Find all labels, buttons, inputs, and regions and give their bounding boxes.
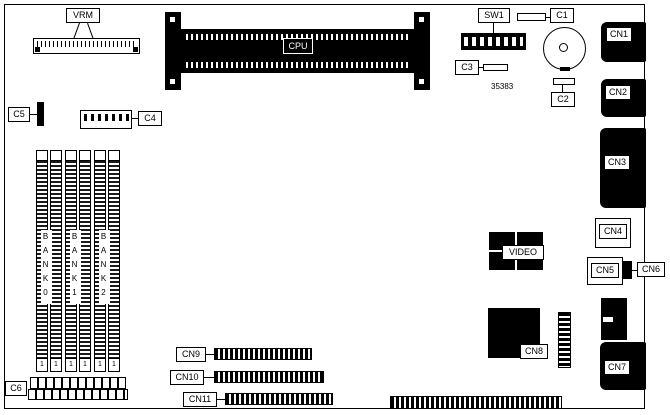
cn8-label: CN8 <box>520 344 548 359</box>
vrm-label: VRM <box>66 8 100 23</box>
cpu-slot-end-left <box>165 12 181 90</box>
c4-leader-line <box>132 118 138 119</box>
cn1-label: CN1 <box>606 27 632 42</box>
pin1-marker: 1 <box>51 358 61 371</box>
battery-center <box>559 43 568 52</box>
c2-label: C2 <box>551 92 575 107</box>
part-number: 35383 <box>491 82 514 91</box>
cn9-label: CN9 <box>176 347 206 362</box>
component-c5 <box>37 102 44 126</box>
cn10-label: CN10 <box>170 370 204 385</box>
component-c6-base <box>28 389 128 400</box>
slot-end <box>51 151 61 161</box>
cn10-leader-line <box>204 377 214 378</box>
mounting-hole <box>170 79 175 84</box>
c3-label: C3 <box>455 60 479 75</box>
pin1-marker: 1 <box>66 358 76 371</box>
bottom-edge-connector <box>390 396 562 409</box>
edge-connector-small <box>601 298 627 340</box>
slot-end <box>80 151 90 161</box>
cpu-pin-row <box>186 62 409 68</box>
bank2-label: BANK2 <box>99 230 110 304</box>
cn11-label: CN11 <box>183 392 217 407</box>
simm-slot: 1 <box>50 150 62 372</box>
cn6-connector <box>623 261 632 279</box>
video-label: VIDEO <box>502 245 544 260</box>
c4-pins <box>84 114 130 121</box>
cn3-label: CN3 <box>604 155 630 170</box>
cn7-label: CN7 <box>604 360 630 375</box>
sw1-dip-switch <box>461 33 526 50</box>
c4-label: C4 <box>138 111 162 126</box>
c1-leader-line <box>546 17 550 18</box>
sw1-label: SW1 <box>478 8 510 23</box>
pin1-marker: 1 <box>95 358 105 371</box>
cn11-connector <box>225 393 333 405</box>
cn4-label: CN4 <box>599 224 627 239</box>
cn5-label: CN5 <box>591 263 619 278</box>
battery <box>543 27 586 70</box>
cn9-connector <box>214 348 312 360</box>
mounting-hole <box>419 17 424 22</box>
cn11-leader-line <box>217 399 225 400</box>
battery-clip <box>560 67 570 71</box>
c3-leader-line <box>479 67 483 68</box>
slot-end <box>109 151 119 161</box>
cn2-label: CN2 <box>605 85 631 100</box>
sw1-leader-line <box>493 23 494 33</box>
c2-leader-line <box>562 85 563 92</box>
cn10-connector <box>214 371 324 383</box>
slot-contacts <box>51 161 61 358</box>
vrm-connector-key <box>35 47 40 52</box>
pin1-marker: 1 <box>80 358 90 371</box>
cpu-slot-end-right <box>414 12 430 90</box>
component-c4 <box>80 110 132 129</box>
slot-end <box>66 151 76 161</box>
vrm-connector-key <box>133 47 138 52</box>
cn8-pin-header <box>558 312 571 368</box>
vrm-connector-pins <box>37 41 136 47</box>
edge-connector-slot <box>603 317 613 322</box>
component-c1 <box>517 13 546 21</box>
component-c2 <box>553 78 575 85</box>
cpu-pin-row <box>186 34 409 40</box>
cn9-leader-line <box>206 354 214 355</box>
slot-contacts <box>80 161 90 358</box>
mounting-hole <box>170 17 175 22</box>
bank1-label: BANK1 <box>70 230 81 304</box>
dip-switch-toggles <box>464 37 523 46</box>
mounting-hole <box>419 79 424 84</box>
pin1-marker: 1 <box>109 358 119 371</box>
cpu-label: CPU <box>283 38 313 54</box>
c5-label: C5 <box>8 107 30 122</box>
pin1-marker: 1 <box>37 358 47 371</box>
bank0-label: BANK0 <box>41 230 52 304</box>
c5-leader-line <box>30 114 37 115</box>
component-c6-pins <box>30 377 126 389</box>
slot-end <box>37 151 47 161</box>
slot-contacts <box>109 161 119 358</box>
cn6-label: CN6 <box>637 262 665 277</box>
cn6-leader-line <box>632 270 637 271</box>
component-c3 <box>483 64 508 71</box>
c1-label: C1 <box>550 8 574 23</box>
vrm-connector <box>33 38 140 54</box>
c6-label: C6 <box>5 381 27 396</box>
slot-end <box>95 151 105 161</box>
